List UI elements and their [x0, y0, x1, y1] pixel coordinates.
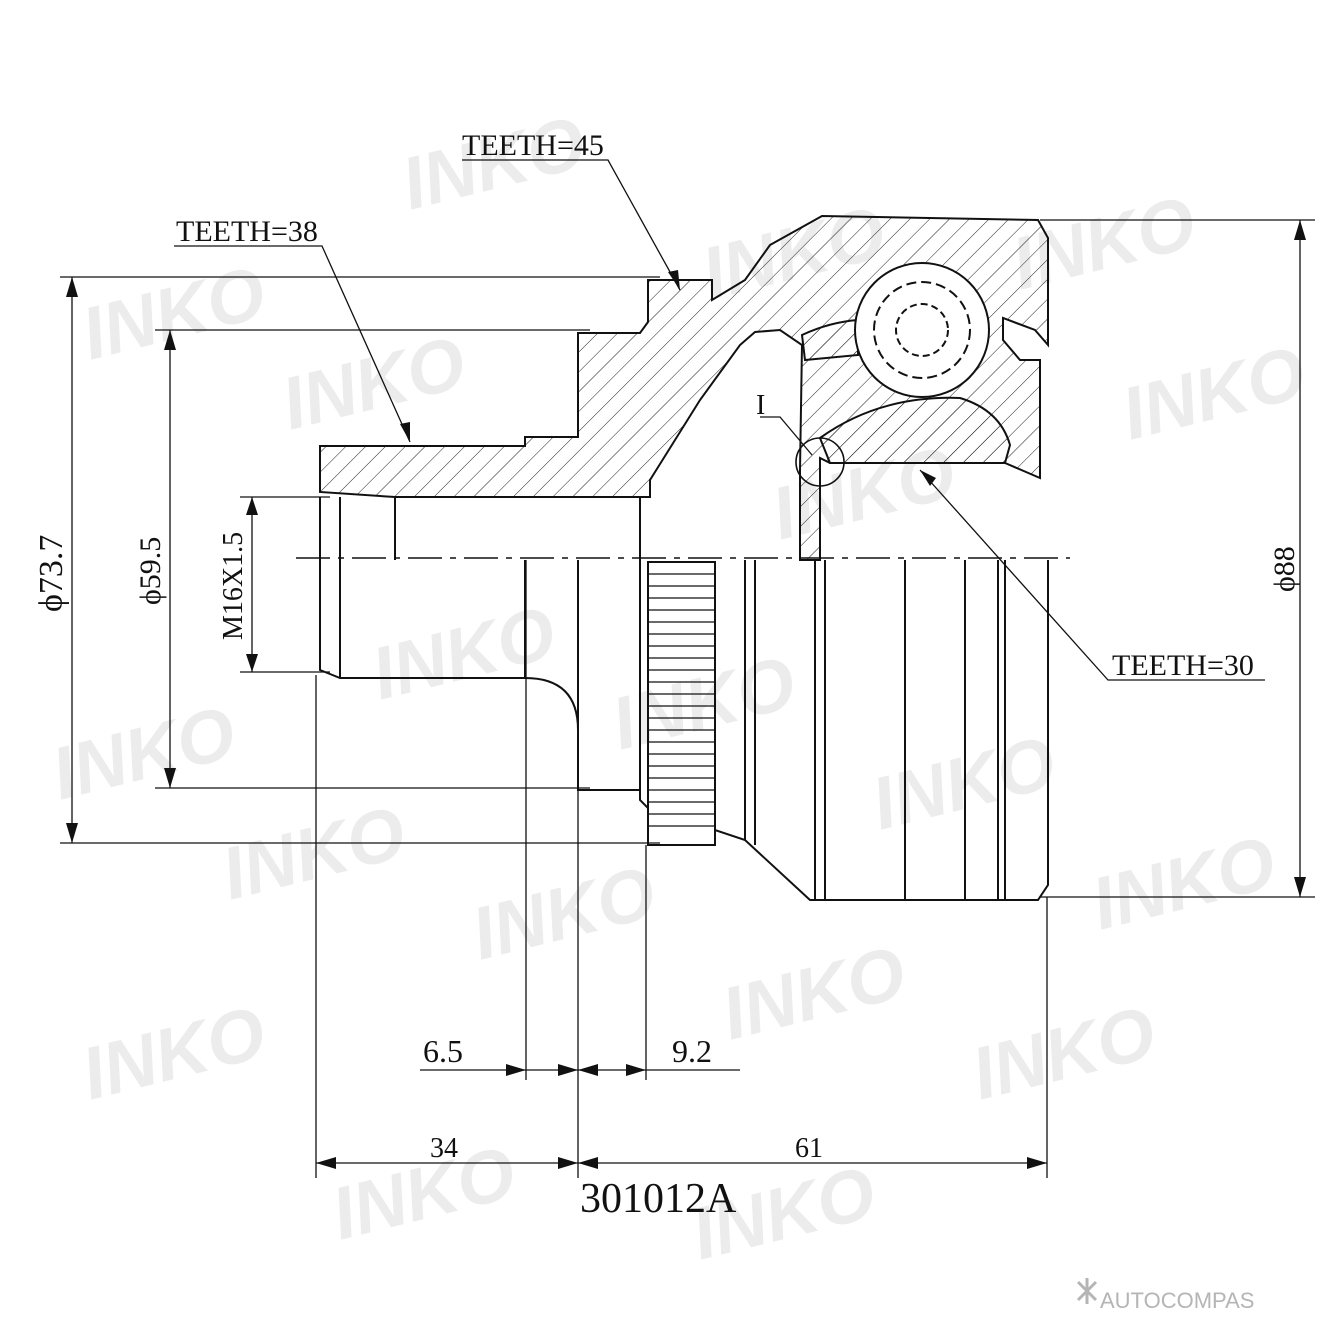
- dimension-lines: [60, 159, 1315, 1178]
- abs-teeth: [648, 573, 715, 827]
- watermark: INKO: [604, 640, 804, 765]
- watermark: INKO: [274, 320, 474, 445]
- inner-race-section: [818, 396, 1012, 464]
- dim-dia-88: ϕ88: [1268, 546, 1301, 592]
- detail-marker-label: I: [756, 390, 765, 421]
- arrowheads: [66, 220, 1306, 1169]
- watermark: INKO: [964, 990, 1164, 1115]
- watermark: INKO: [364, 590, 564, 715]
- dim-34: 34: [430, 1133, 458, 1164]
- watermark: INKO: [864, 720, 1064, 845]
- ball-inner: [873, 281, 971, 379]
- dim-6-5: 6.5: [423, 1033, 463, 1069]
- watermark: INKO: [214, 790, 414, 915]
- logo-mark-icon: [1076, 1278, 1098, 1304]
- ball: [854, 262, 990, 398]
- teeth-30-label: TEETH=30: [1112, 649, 1254, 682]
- autocompas-logo: AUTOCOMPAS: [1076, 1278, 1254, 1313]
- watermark: INKO: [74, 990, 274, 1115]
- dim-dia-59-5: ϕ59.5: [134, 537, 167, 605]
- teeth-38-label: TEETH=38: [176, 215, 318, 248]
- abs-ring: [647, 561, 716, 846]
- part-number: 301012A: [580, 1176, 737, 1222]
- watermark: INKO: [324, 1130, 524, 1255]
- dim-61: 61: [795, 1133, 823, 1164]
- dim-9-2: 9.2: [672, 1033, 712, 1069]
- watermark: INKO: [394, 100, 594, 225]
- flange-outline: [524, 560, 1049, 901]
- watermark: INKO: [714, 930, 914, 1055]
- watermark: INKO: [74, 250, 274, 375]
- teeth-45-label: TEETH=45: [462, 129, 604, 162]
- stud-upper-lines: [319, 497, 396, 560]
- watermark: INKO: [1114, 330, 1314, 455]
- part-geometry: [296, 214, 1070, 901]
- dim-thread: M16X1.5: [218, 532, 249, 640]
- dim-dia-73-7: ϕ73.7: [33, 535, 70, 612]
- detail-circle: [795, 437, 845, 487]
- ball-core: [895, 303, 949, 357]
- watermark: INKO: [44, 690, 244, 815]
- watermark: INKO: [1084, 820, 1284, 945]
- watermark: INKO: [464, 850, 664, 975]
- brand-text: AUTOCOMPAS: [1100, 1288, 1254, 1313]
